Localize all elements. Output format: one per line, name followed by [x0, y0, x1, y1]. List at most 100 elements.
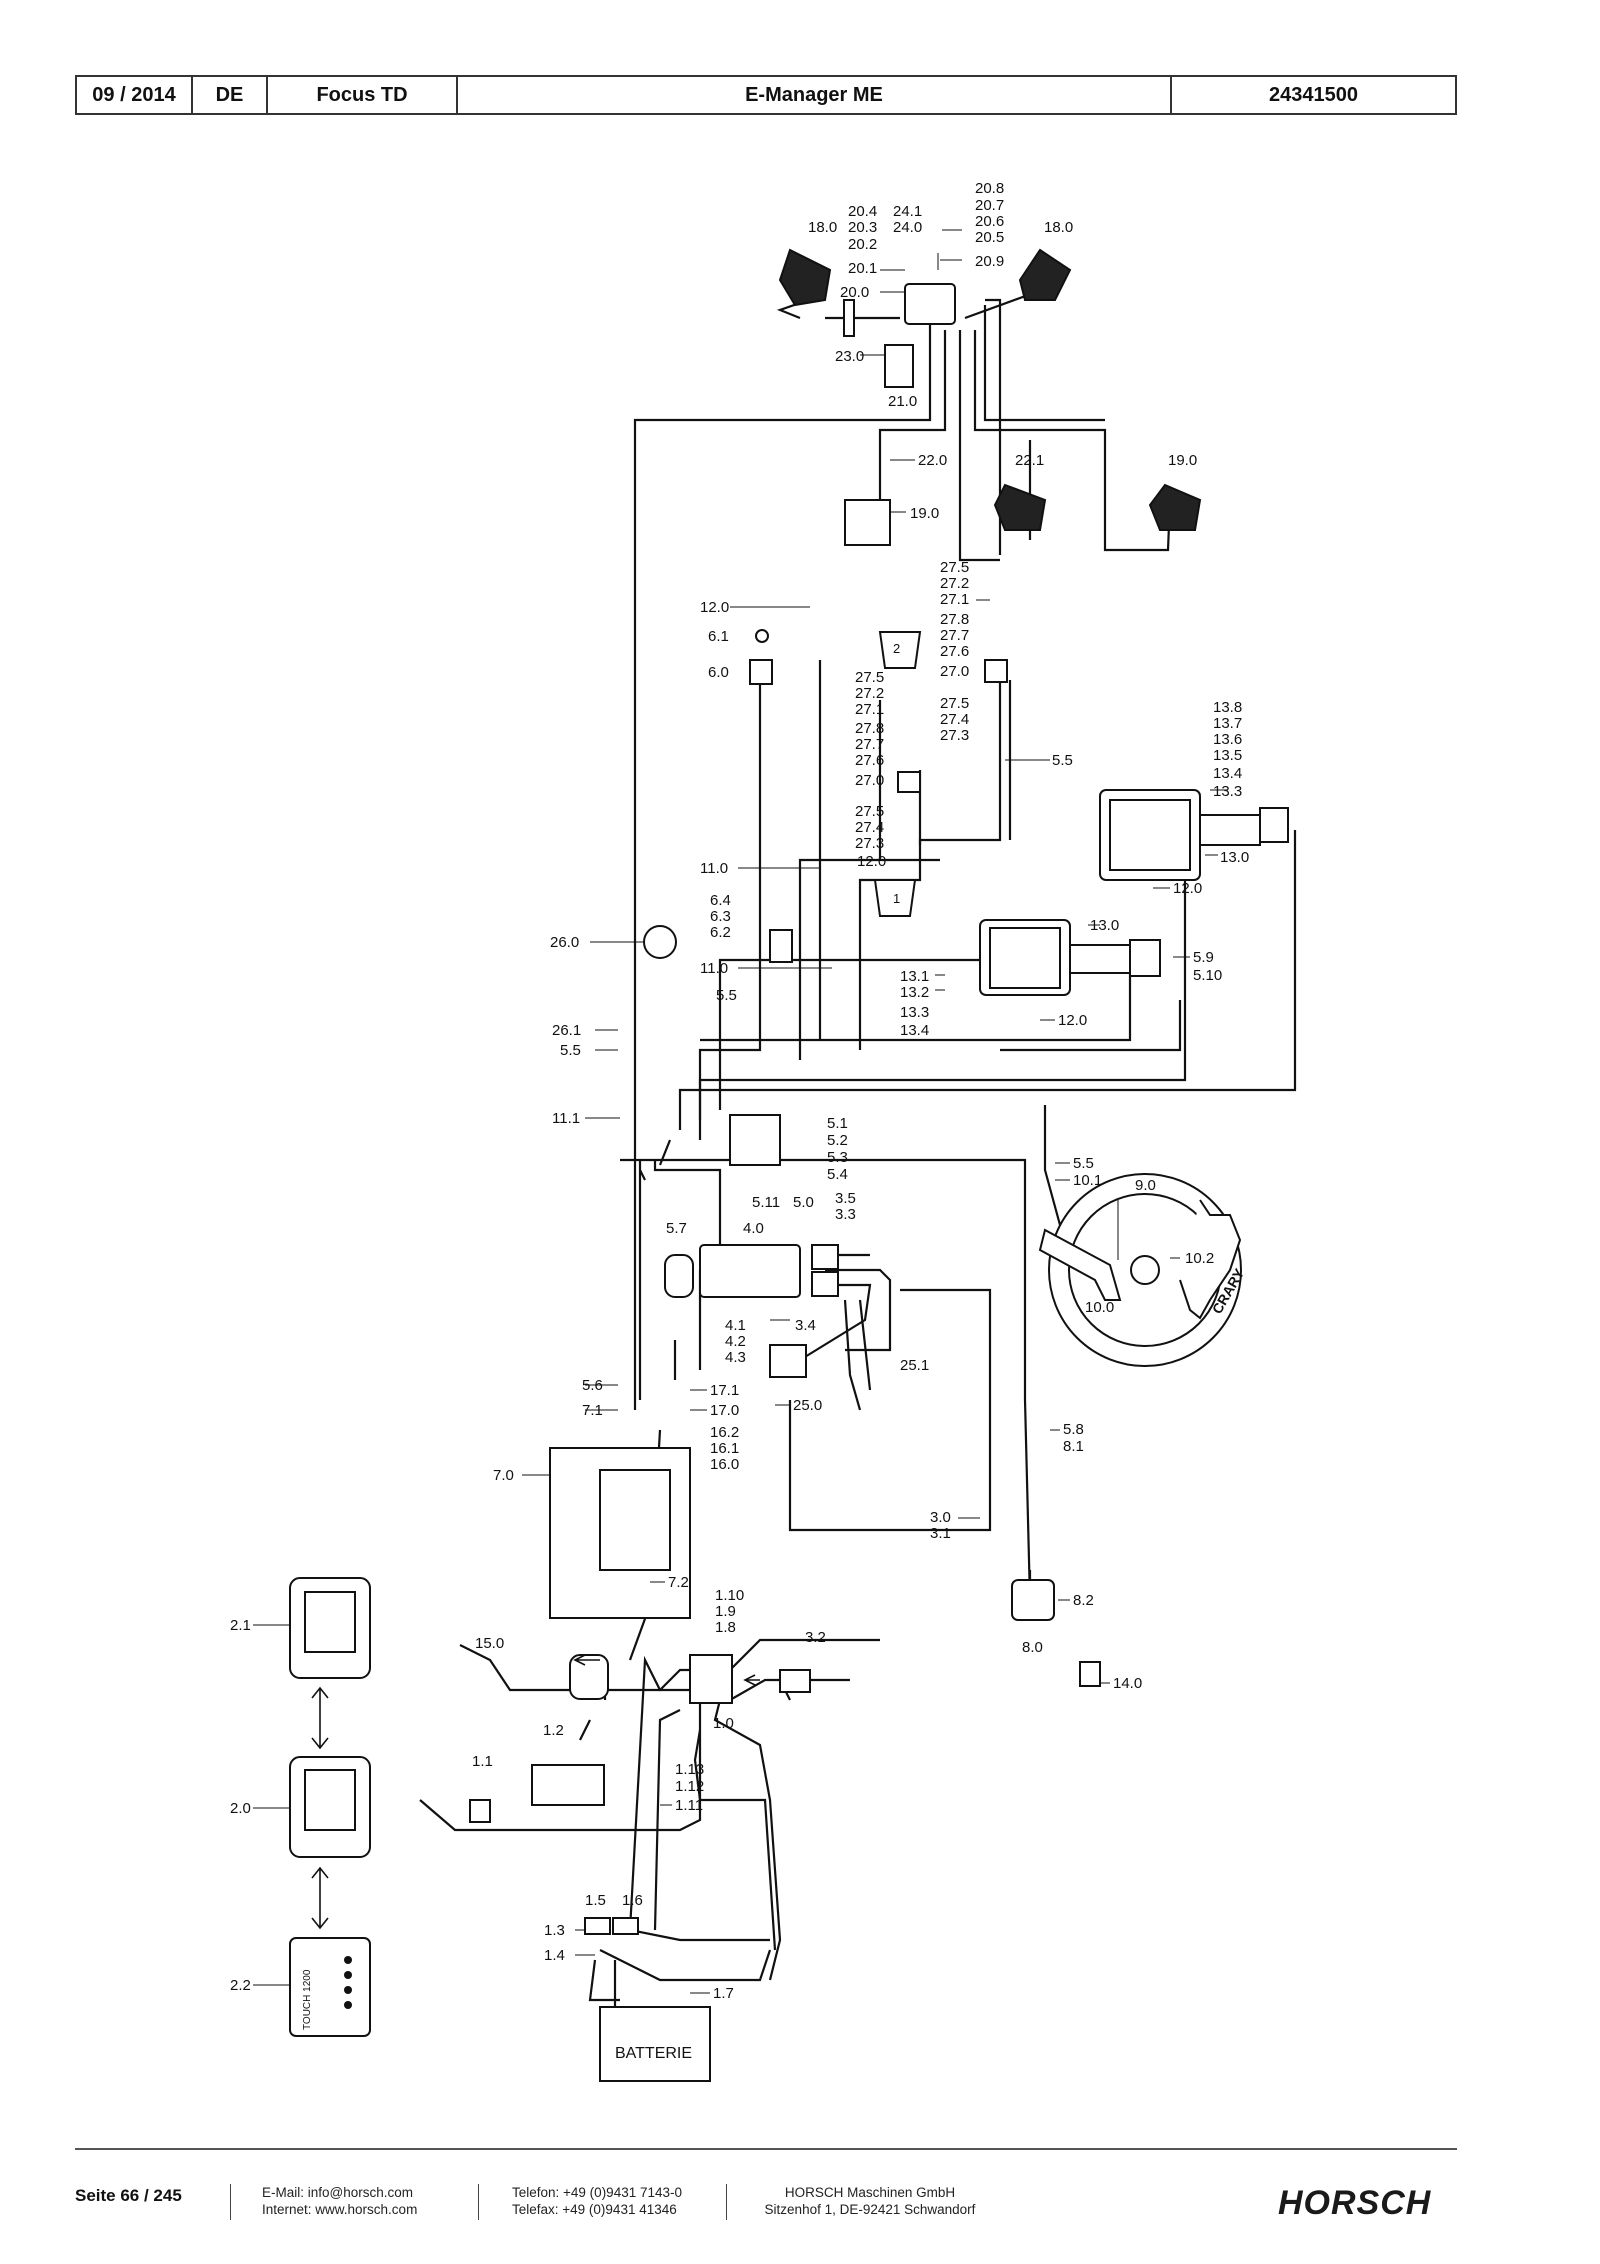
meter-13-0-upper-shaft — [1199, 814, 1261, 846]
label: 1.4 — [544, 1947, 565, 1964]
terminal-2-1-screen — [304, 1591, 356, 1653]
connector-1-0 — [689, 1654, 733, 1704]
link-arrow-lower — [311, 1866, 329, 1930]
label: 5.4 — [827, 1166, 848, 1183]
label: 6.4 — [710, 892, 731, 909]
touch-terminal-label: TOUCH 1200 — [302, 1969, 313, 2030]
label: 1.9 — [715, 1603, 736, 1620]
footer-company: HORSCH Maschinen GmbH — [784, 2185, 956, 2200]
label: 20.8 — [975, 180, 1004, 197]
arrows — [311, 1654, 760, 1930]
label: 15.0 — [475, 1635, 504, 1652]
label: 10.2 — [1185, 1250, 1214, 1267]
label: 3.2 — [805, 1629, 826, 1646]
label: 5.8 — [1063, 1421, 1084, 1438]
label: 3.3 — [835, 1206, 856, 1223]
label: 13.4 — [1213, 765, 1242, 782]
footer-company-block: HORSCH Maschinen GmbH Sitzenhof 1, DE-92… — [760, 2184, 980, 2218]
battery-label: BATTERIE — [615, 2045, 692, 2062]
label: 27.2 — [940, 575, 969, 592]
label: 22.0 — [918, 452, 947, 469]
label: 5.5 — [716, 987, 737, 1004]
label: 4.0 — [743, 1220, 764, 1237]
fuse-1-6 — [612, 1917, 639, 1935]
footer-address: Sitzenhof 1, DE-92421 Schwandorf — [764, 2202, 976, 2217]
label: 7.0 — [493, 1467, 514, 1484]
component-labels: 20.8 20.7 20.6 20.5 20.9 20.4 20.3 20.2 … — [230, 180, 1249, 2002]
header-model: Focus TD — [268, 77, 458, 113]
label: 11.0 — [700, 960, 728, 977]
module-4-0 — [699, 1244, 801, 1298]
label: 5.1 — [827, 1115, 848, 1132]
sensor-18-0-right — [1018, 248, 1072, 301]
battery — [599, 2006, 711, 2082]
label: 20.4 — [848, 203, 877, 220]
label: 13.7 — [1213, 715, 1242, 732]
label: 12.0 — [700, 599, 729, 616]
component-25-0 — [769, 1344, 807, 1378]
meter-13-0-upper-inner — [1109, 799, 1191, 871]
label: 6.1 — [708, 628, 729, 645]
label: 25.1 — [900, 1357, 929, 1374]
header-language: DE — [193, 77, 268, 113]
header-doc-number: 24341500 — [1269, 83, 1358, 106]
component-8-0 — [1011, 1579, 1055, 1621]
sensor-19-0-right — [1148, 483, 1202, 531]
sensor-label-2: 2 — [893, 641, 900, 656]
label: 27.3 — [940, 727, 969, 744]
label: 24.0 — [893, 219, 922, 236]
label: 26.1 — [552, 1022, 581, 1039]
component-14-0 — [1079, 1661, 1101, 1687]
label: 6.3 — [710, 908, 731, 925]
cable-lines — [419, 285, 1297, 2020]
label: 5.11 — [752, 1194, 780, 1211]
leader-lines — [253, 229, 1228, 1994]
fan-scroll — [1179, 1199, 1242, 1320]
sensor-18-0-left — [778, 248, 832, 307]
footer-separator — [230, 2184, 231, 2220]
sensor-2 — [878, 631, 922, 669]
label: 16.1 — [710, 1440, 739, 1457]
label: 27.5 — [855, 803, 884, 820]
label: 17.0 — [710, 1402, 739, 1419]
label: 24.1 — [893, 203, 922, 220]
connector-3-2 — [779, 1669, 811, 1693]
sensor-19-0-left — [993, 483, 1047, 531]
label: 11.0 — [700, 860, 728, 877]
page-number: Seite 66 / 245 — [75, 2186, 182, 2205]
connector-3-3 — [811, 1271, 839, 1297]
sensor-1 — [873, 879, 917, 917]
label: 1.7 — [713, 1985, 734, 2002]
header-table: 09 / 2014 DE Focus TD E-Manager ME 24341… — [75, 75, 1457, 115]
fan-hub — [1130, 1255, 1160, 1285]
arrow-2-1 — [573, 1654, 600, 1666]
label: 27.6 — [855, 752, 884, 769]
label: 13.2 — [900, 984, 929, 1001]
label: 18.0 — [1044, 219, 1073, 236]
component-15-0-plug — [569, 1654, 609, 1700]
label: 27.5 — [940, 559, 969, 576]
label: 5.5 — [1073, 1155, 1094, 1172]
label: 1.10 — [715, 1587, 744, 1604]
label: 27.0 — [940, 663, 969, 680]
label: 5.5 — [1052, 752, 1073, 769]
component-1-1 — [469, 1799, 491, 1823]
label: 3.4 — [795, 1317, 816, 1334]
label: 5.0 — [793, 1194, 814, 1211]
label: 5.3 — [827, 1149, 848, 1166]
label: 27.8 — [855, 720, 884, 737]
label: 27.4 — [855, 819, 884, 836]
label: 14.0 — [1113, 1675, 1142, 1692]
label: 3.1 — [930, 1525, 951, 1542]
connector-3-5 — [811, 1244, 839, 1270]
label: 20.5 — [975, 229, 1004, 246]
header-date: 09 / 2014 — [77, 77, 193, 113]
label: 5.9 — [1193, 949, 1214, 966]
component-1-2 — [531, 1764, 605, 1806]
footer-rule — [75, 2148, 1457, 2150]
label: 17.1 — [710, 1382, 739, 1399]
label: 27.2 — [855, 685, 884, 702]
label: 1.12 — [675, 1778, 704, 1795]
components — [289, 248, 1289, 2082]
